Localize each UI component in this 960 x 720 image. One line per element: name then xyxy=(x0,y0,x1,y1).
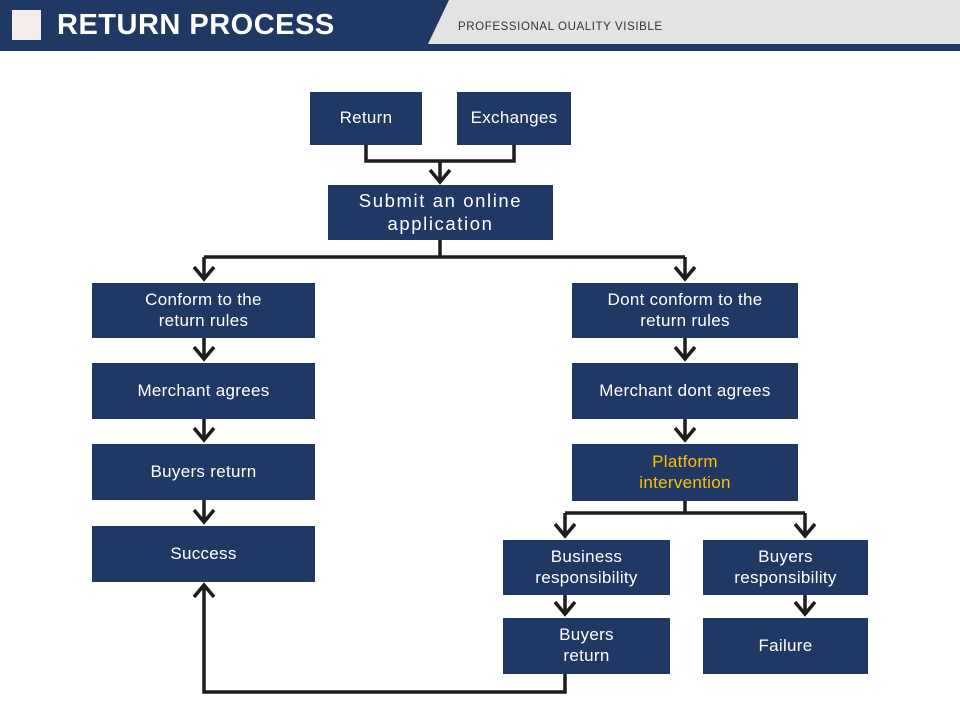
node-business-responsibility: Business responsibility xyxy=(503,540,670,595)
node-failure: Failure xyxy=(703,618,868,674)
node-buyers-return: Buyers return xyxy=(92,444,315,500)
node-submit-application: Submit an online application xyxy=(328,185,553,240)
connector-split-platform xyxy=(565,501,805,515)
node-merchant-agrees: Merchant agrees xyxy=(92,363,315,419)
page-title: RETURN PROCESS xyxy=(57,9,335,41)
node-platform-intervention: Platform intervention xyxy=(572,444,798,501)
node-dont-conform-rules: Dont conform to the return rules xyxy=(572,283,798,338)
connector-split-main xyxy=(204,240,685,259)
node-conform-rules: Conform to the return rules xyxy=(92,283,315,338)
header-bar: RETURN PROCESS PROFESSIONAL OUALITY VISI… xyxy=(0,0,960,51)
tagline-band: PROFESSIONAL OUALITY VISIBLE xyxy=(428,0,960,44)
node-success: Success xyxy=(92,526,315,582)
node-return: Return xyxy=(310,92,422,145)
tagline-text: PROFESSIONAL OUALITY VISIBLE xyxy=(458,21,663,33)
node-buyers-return-2: Buyers return xyxy=(503,618,670,674)
node-exchanges: Exchanges xyxy=(457,92,571,145)
connector-merge-top xyxy=(364,145,516,163)
node-buyers-responsibility: Buyers responsibility xyxy=(703,540,868,595)
accent-square-icon xyxy=(12,10,41,40)
node-merchant-dont-agrees: Merchant dont agrees xyxy=(572,363,798,419)
